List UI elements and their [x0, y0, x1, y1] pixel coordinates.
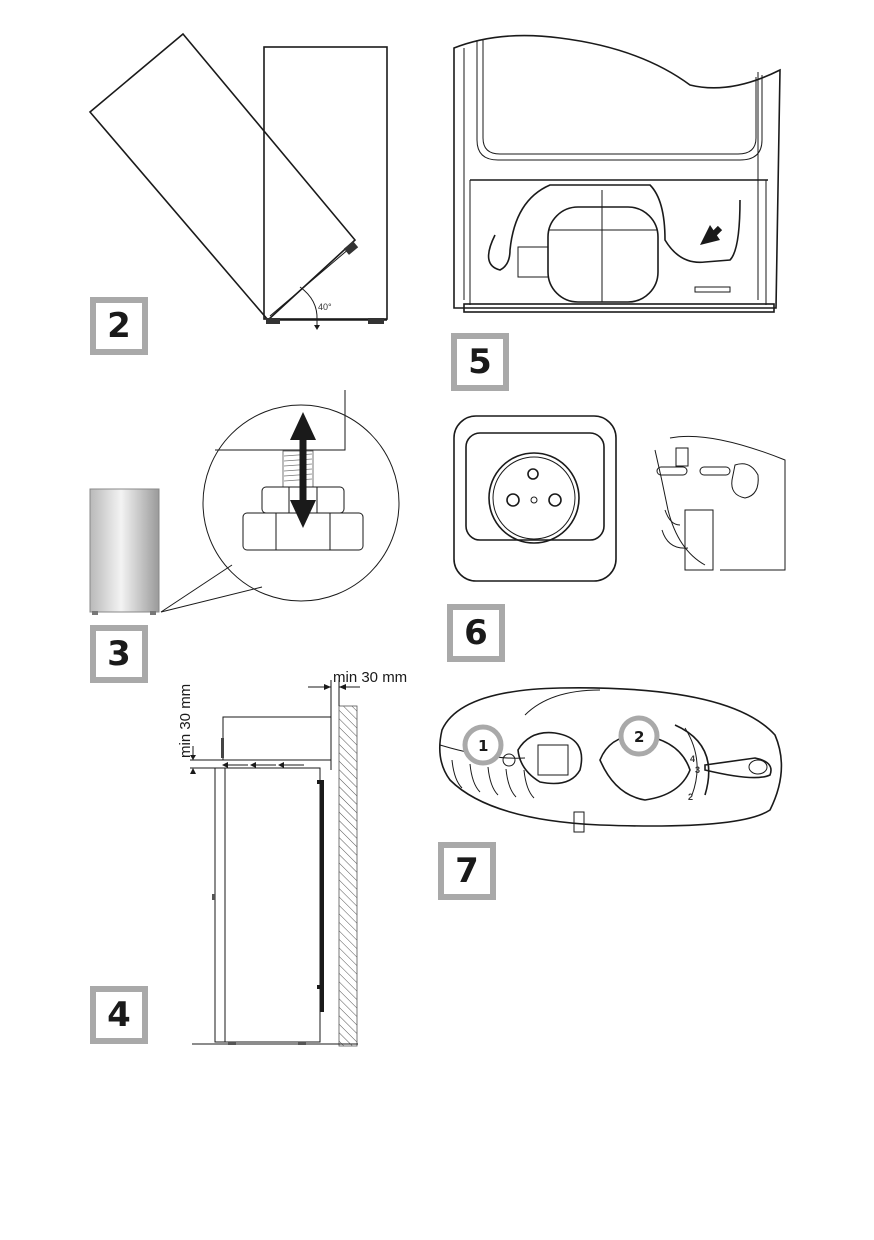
figure-number: 6 — [464, 613, 488, 653]
compressor-illustration — [453, 34, 781, 313]
figure-7-control-panel: 4 3 2 1 2 7 — [430, 670, 874, 920]
figure-number-badge: 5 — [451, 333, 509, 391]
figure-number-badge: 4 — [90, 986, 148, 1044]
figure-number-badge: 3 — [90, 625, 148, 683]
figure-number-badge: 7 — [438, 842, 496, 900]
figure-number-badge: 6 — [447, 604, 505, 662]
callout-label-2: 2 — [634, 728, 644, 746]
top-clearance-label: min 30 mm — [177, 684, 194, 758]
figure-number: 7 — [455, 851, 479, 891]
socket-plug-illustration — [453, 415, 786, 582]
figure-6-socket: 6 — [440, 400, 874, 670]
figure-number: 3 — [107, 634, 131, 674]
figure-2-tilt: 40° 2 — [0, 0, 440, 380]
angle-label: 40° — [318, 302, 332, 312]
clearance-illustration: min 30 mm min 30 mm — [177, 669, 407, 1047]
dial-mark-3: 3 — [695, 765, 700, 775]
callout-label-1: 1 — [478, 737, 488, 755]
figure-5-compressor: 5 — [440, 0, 874, 400]
figure-3-feet: 3 — [0, 380, 440, 690]
figure-number: 2 — [107, 306, 131, 346]
dial-mark-2: 2 — [688, 792, 693, 802]
figure-number-badge: 2 — [90, 297, 148, 355]
figure-number: 4 — [107, 995, 131, 1035]
control-panel-illustration: 4 3 2 1 2 — [439, 687, 783, 833]
back-clearance-label: min 30 mm — [333, 669, 407, 686]
tilt-illustration: 40° — [88, 32, 388, 330]
figure-4-clearance: min 30 mm min 30 mm 4 — [0, 660, 440, 1060]
feet-illustration — [89, 390, 400, 615]
callout-circle-2 — [618, 715, 660, 757]
dial-mark-4: 4 — [690, 754, 695, 764]
figure-number: 5 — [468, 342, 492, 382]
callout-circle-1 — [462, 724, 504, 766]
